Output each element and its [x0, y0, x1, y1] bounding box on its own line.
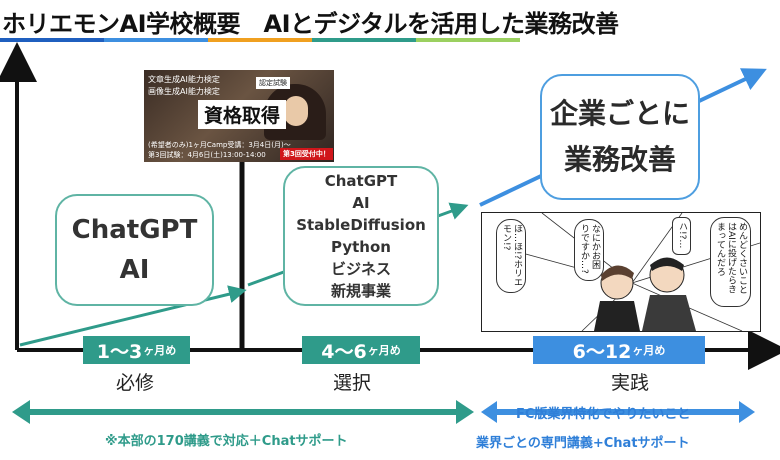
manga-bubble: なにかお困りですか…? [574, 219, 604, 281]
phase-label-required: 必修 [115, 372, 154, 394]
stage-box-elective: ChatGPT AI StableDiffusion Python ビジネス 新… [283, 166, 439, 306]
fc-arrow-label: FC版業界特化でやりたいこと [516, 407, 691, 422]
ad-line-2: 画像生成AI能力検定 [148, 87, 220, 96]
manga-bubble: めんどくさいことはAIに投げたらきまってんだろ [710, 217, 751, 307]
note-left: ※本部の170講義で対応＋Chatサポート [105, 434, 348, 449]
ad-person-face [284, 96, 308, 126]
box-line: AI [352, 194, 370, 212]
title-underline-seg [104, 38, 208, 42]
title-underline-seg [208, 38, 312, 42]
manga-bubble: ほ…ほ!?ホリエモン!? [496, 219, 526, 293]
title-underline-seg [312, 38, 416, 42]
title-underline-seg [0, 38, 104, 42]
stage-box-required: ChatGPT AI [55, 194, 214, 306]
page-title: ホリエモンAI学校概要 AIとデジタルを活用した業務改善 [2, 10, 619, 38]
box-line: ChatGPT [324, 172, 398, 190]
ad-line-3: (希望者のみ)1ヶ月Camp受講：3月4日(月)〜 [148, 141, 291, 149]
ad-badge: 認定試験 [256, 77, 290, 89]
note-right: 業界ごとの専門講義+Chatサポート [476, 436, 690, 451]
period-unit: ヶ月め [143, 344, 177, 357]
blue-double-arrow [481, 401, 755, 423]
phase-label-elective: 選択 [332, 372, 371, 394]
teal-double-arrow [12, 400, 474, 424]
period-main: 4〜6 [321, 340, 367, 363]
ad-line-1: 文章生成AI能力検定 [148, 75, 220, 84]
box-line: 新規事業 [330, 282, 391, 300]
manga-panel-image: ほ…ほ!?ホリエモン!? なにかお困りですか…? ハ!?… めんどくさいことはA… [481, 212, 761, 332]
period-main: 1〜3 [96, 340, 143, 363]
box-line: ビジネス [330, 260, 391, 278]
manga-bubble: ハ!?… [672, 217, 691, 255]
phase-label-practice: 実践 [610, 372, 649, 394]
certification-ad-image: 文章生成AI能力検定 画像生成AI能力検定 認定試験 資格取得 (希望者のみ)1… [144, 70, 334, 162]
period-unit: ヶ月め [632, 344, 666, 357]
stage-box-practice: 企業ごとに 業務改善 [540, 74, 700, 200]
box-line: StableDiffusion [296, 216, 426, 234]
ad-line-4: 第3回試験：4月6日(土)13:00-14:00 [148, 151, 266, 159]
box-line: AI [119, 255, 150, 285]
box-line: 企業ごとに [549, 97, 690, 130]
title-underline-seg [416, 38, 520, 42]
ad-badge-2: 第3回受付中！ [280, 148, 333, 160]
period-main: 6〜12 [572, 340, 632, 363]
ad-main-label: 資格取得 [198, 100, 287, 129]
box-line: Python [331, 238, 391, 256]
box-line: 業務改善 [563, 143, 676, 176]
box-line: ChatGPT [71, 215, 198, 245]
title-underline [0, 38, 520, 44]
period-unit: ヶ月め [367, 344, 401, 357]
